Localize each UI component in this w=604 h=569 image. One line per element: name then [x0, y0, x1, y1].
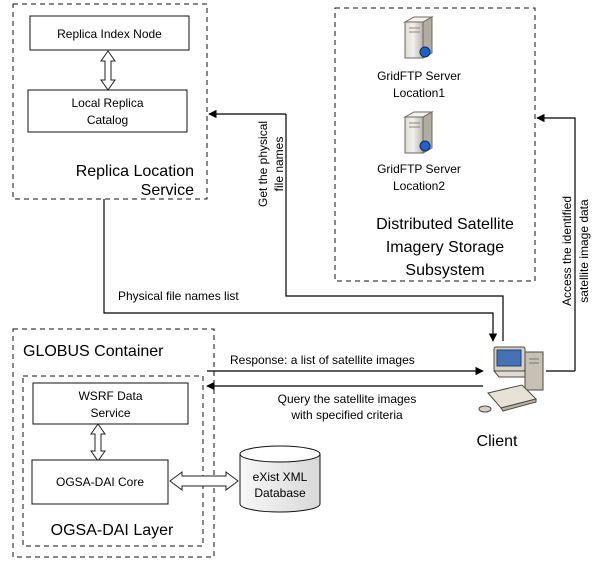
gridftp-server-icon-2 [403, 111, 434, 154]
storage-subsystem-group [334, 7, 536, 282]
access-label-line1: Access the identified [560, 196, 574, 306]
replica-double-arrow [100, 50, 116, 91]
get-physical-names-label-line1: Get the physical [256, 121, 270, 207]
query-label-line1: Query the satellite images [278, 392, 417, 406]
local-replica-catalog-line2: Catalog [87, 113, 128, 127]
storage-subsystem-title-line3: Subsystem [405, 262, 484, 279]
replica-location-service-title-line2: Service [141, 182, 194, 199]
gridftp-server-2-line2: Location2 [393, 179, 445, 193]
access-satellite-image-arrow [536, 113, 576, 371]
storage-subsystem-title-line2: Imagery Storage [386, 239, 504, 256]
replica-location-service-group [12, 3, 208, 200]
ogsa-dai-layer-group [22, 375, 204, 547]
response-label: Response: a list of satellite images [230, 353, 415, 367]
ogsa-dai-layer-title: OGSA-DAI Layer [51, 522, 174, 539]
wsrf-data-service-box [32, 382, 189, 425]
core-database-double-arrow [169, 471, 239, 491]
ogsa-double-arrow [90, 423, 106, 462]
database-line2: Database [254, 486, 306, 500]
ogsa-dai-core-box [31, 459, 169, 505]
access-label-line2: satellite image data [577, 199, 591, 303]
wsrf-data-service-line2: Service [90, 406, 130, 420]
gridftp-server-1-line2: Location1 [393, 86, 445, 100]
gridftp-server-1-line1: GridFTP Server [377, 69, 461, 83]
physical-file-names-list-arrow [103, 199, 498, 342]
replica-index-node-label: Replica Index Node [57, 27, 162, 41]
get-physical-names-path [285, 114, 504, 341]
replica-index-node-box [29, 15, 190, 51]
exist-xml-database-icon [239, 445, 321, 513]
storage-subsystem-title-line1: Distributed Satellite [376, 216, 514, 233]
globus-container-group [12, 328, 215, 558]
local-replica-catalog-line1: Local Replica [71, 96, 143, 110]
client-computer-icon [478, 346, 544, 413]
local-replica-catalog-box [27, 89, 188, 133]
physical-file-names-list-label: Physical file names list [118, 289, 239, 303]
replica-location-service-title-line1: Replica Location [76, 163, 194, 180]
gridftp-server-2-line1: GridFTP Server [377, 162, 461, 176]
query-label-line2: with specified criteria [290, 408, 403, 422]
globus-container-title: GLOBUS Container [23, 343, 164, 360]
database-line1: eXist XML [253, 470, 308, 484]
gridftp-server-icon-1 [403, 16, 434, 59]
wsrf-data-service-line1: WSRF Data [78, 389, 142, 403]
get-physical-names-label-line2: file names [272, 137, 286, 192]
client-label: Client [477, 433, 518, 450]
ogsa-dai-core-label: OGSA-DAI Core [56, 475, 144, 489]
